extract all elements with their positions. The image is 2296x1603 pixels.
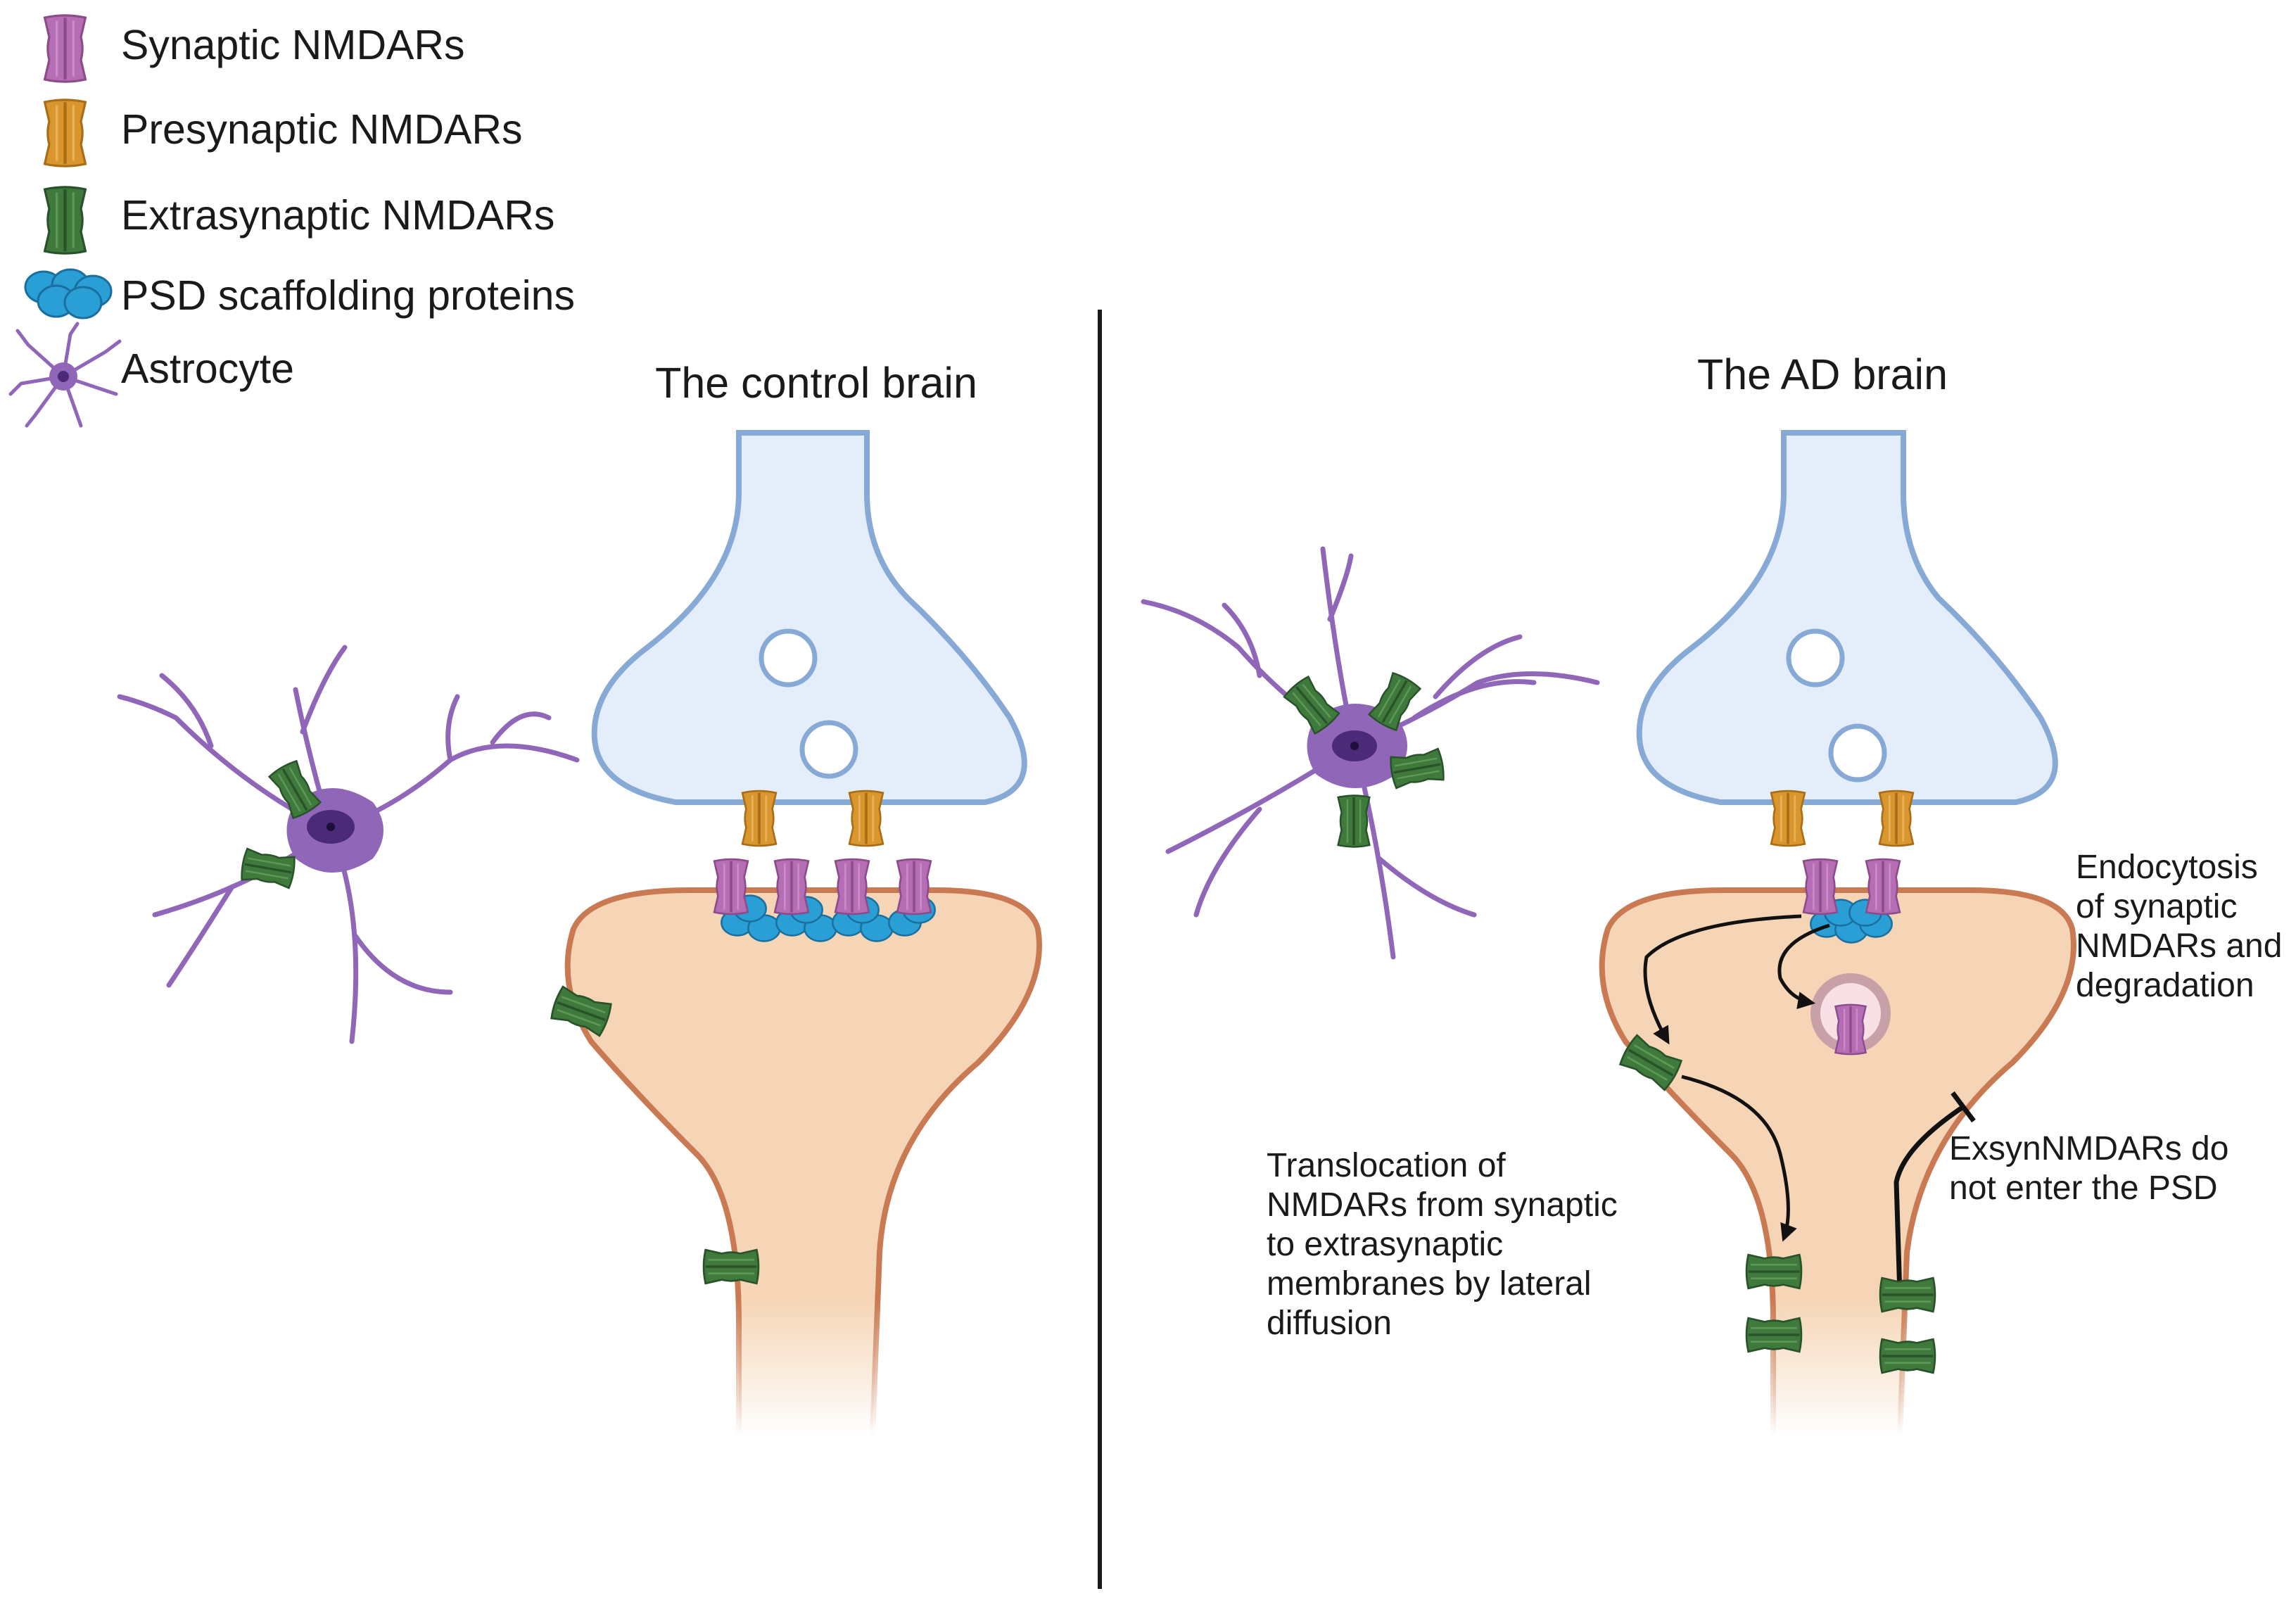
annotation-line: not enter the PSD [1949,1170,2218,1207]
annotation-exsyn: ExsynNMDARs do not enter the PSD [1949,1130,2228,1207]
annotation-line: to extrasynaptic [1267,1226,1503,1263]
legend-label: Presynaptic NMDARs [121,106,522,153]
legend: Synaptic NMDARs Presynaptic NMDARs Extra… [8,15,575,428]
synaptic-vesicle [759,628,818,688]
astrocyte-icon [8,322,122,428]
extrasynaptic-nmdar [702,1248,760,1285]
annotation-line: degradation [2076,967,2254,1004]
ad-panel: The AD brain [1141,350,2282,1438]
synaptic-vesicle [799,720,858,779]
translocation-arrow [1681,1075,1797,1242]
synaptic-nmdar [896,858,932,915]
annotation-line: of synaptic [2076,888,2237,925]
legend-item-psd: PSD scaffolding proteins [24,268,575,319]
synaptic-nmdar [1802,858,1839,915]
endocytosis-arrow [1777,923,1830,1010]
presynaptic-nmdar [1878,790,1915,847]
synaptic-nmdar [834,858,870,915]
astrocyte [117,645,580,1044]
legend-item-synaptic: Synaptic NMDARs [45,15,465,82]
synaptic-nmdar [773,858,810,915]
annotation-line: Endocytosis [2076,849,2258,886]
extrasynaptic-nmdar [1879,1276,1936,1313]
annotation-line: NMDARs and [2076,927,2282,965]
extrasynaptic-nmdar [239,847,298,890]
synaptic-vesicle [1828,723,1887,783]
legend-label: Astrocyte [121,346,294,392]
legend-item-astrocyte: Astrocyte [8,322,294,428]
legend-label: Extrasynaptic NMDARs [121,192,554,239]
legend-label: Synaptic NMDARs [121,22,465,68]
panel-title: The control brain [655,359,977,407]
legend-item-extrasynaptic: Extrasynaptic NMDARs [45,187,554,253]
inhibition-bar [1951,1091,1976,1123]
legend-label: PSD scaffolding proteins [121,272,575,319]
astrocyte [1141,546,1600,960]
extrasynaptic-nmdar-icon [45,187,86,253]
extrasynaptic-nmdar [1879,1338,1936,1374]
extrasynaptic-nmdar [1745,1253,1803,1290]
annotation-line: diffusion [1267,1305,1392,1342]
annotation-translocation: Translocation of NMDARs from synaptic to… [1267,1147,1618,1342]
presynaptic-terminal [1636,430,2058,805]
presynaptic-nmdar [741,790,778,847]
postsynaptic-spine [1599,887,2076,1438]
annotation-line: Translocation of [1267,1147,1506,1184]
presynaptic-nmdar [1770,790,1806,847]
endocytic-vesicle [1810,973,1891,1056]
panel-title: The AD brain [1697,350,1948,398]
annotation-line: membranes by lateral [1267,1265,1592,1303]
internalized-synaptic-nmdar [1834,1003,1867,1056]
synaptic-nmdar [713,858,749,915]
extrasynaptic-nmdar [1745,1317,1803,1353]
synaptic-nmdar-icon [45,15,86,82]
annotation-endocytosis: Endocytosis of synaptic NMDARs and degra… [2076,849,2282,1004]
annotation-line: NMDARs from synaptic [1267,1186,1618,1224]
synaptic-vesicle [1786,628,1845,688]
psd-scaffold-icon [24,268,113,319]
presynaptic-nmdar-icon [45,100,86,166]
presynaptic-nmdar [848,790,884,847]
lateral-diffusion-arrow [1643,914,1802,1045]
annotation-line: ExsynNMDARs do [1949,1130,2228,1167]
synaptic-nmdar [1865,858,1901,915]
extrasynaptic-nmdar [1336,794,1371,849]
presynaptic-terminal [591,430,1027,805]
postsynaptic-spine [564,887,1042,1438]
legend-item-presynaptic: Presynaptic NMDARs [45,100,522,166]
blocked-entry-path [1894,1105,1965,1295]
control-panel: The control brain [117,359,1042,1438]
